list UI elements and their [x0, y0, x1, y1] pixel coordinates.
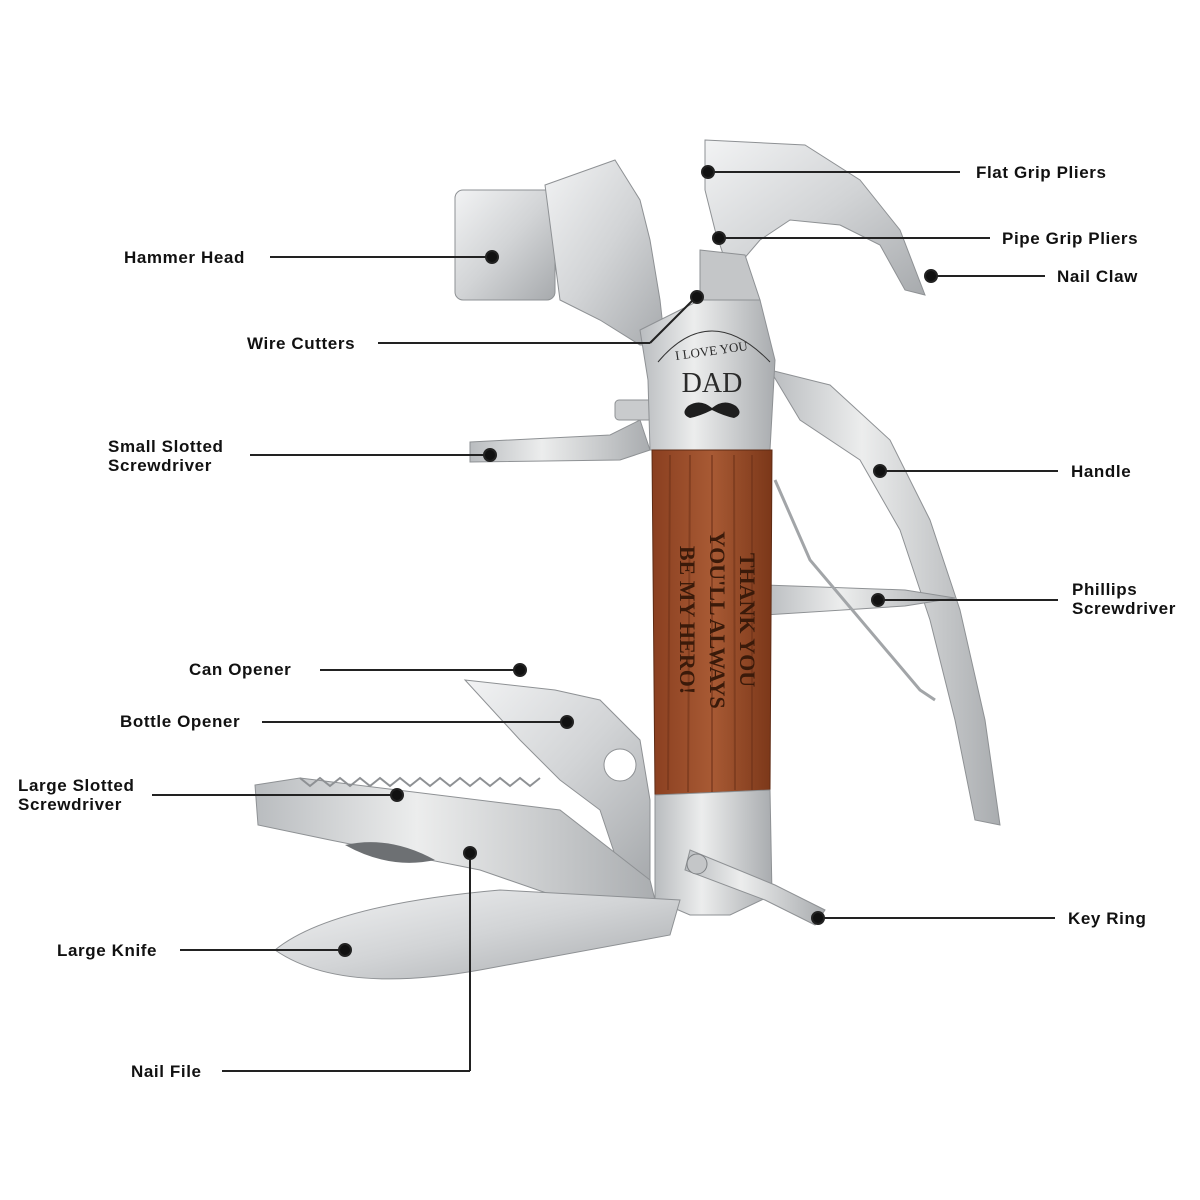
hammer-head: [454, 159, 666, 346]
handle-line-2: YOU'LL ALWAYS: [705, 531, 730, 709]
tool-body: [639, 249, 776, 451]
label-hammer-head: Hammer Head: [124, 248, 245, 267]
handle-line-3: BE MY HERO!: [675, 546, 700, 694]
label-pipe-grip-pliers: Pipe Grip Pliers: [1002, 229, 1139, 248]
label-wire-cutters: Wire Cutters: [247, 334, 356, 353]
label-nail-claw: Nail Claw: [1057, 267, 1138, 286]
label-handle: Handle: [1071, 462, 1132, 481]
leader-lines: [152, 165, 1058, 1072]
handle-engraving: THANK YOU YOU'LL ALWAYS BE MY HERO!: [675, 531, 760, 709]
handle-line-1: THANK YOU: [735, 553, 760, 687]
key-ring-arm: [684, 849, 826, 926]
label-large-knife: Large Knife: [57, 941, 158, 960]
label-bottle-opener: Bottle Opener: [120, 712, 241, 731]
label-key-ring: Key Ring: [1068, 909, 1147, 928]
large-knife: [274, 889, 681, 980]
engraving-name: DAD: [682, 368, 743, 399]
mustache-icon: [684, 402, 740, 418]
label-nail-file: Nail File: [131, 1062, 202, 1081]
label-can-opener: Can Opener: [189, 660, 292, 679]
large-slotted-screwdriver: [254, 776, 661, 921]
label-flat-grip-pliers: Flat Grip Pliers: [976, 163, 1107, 182]
small-slotted-screwdriver: [469, 399, 656, 463]
